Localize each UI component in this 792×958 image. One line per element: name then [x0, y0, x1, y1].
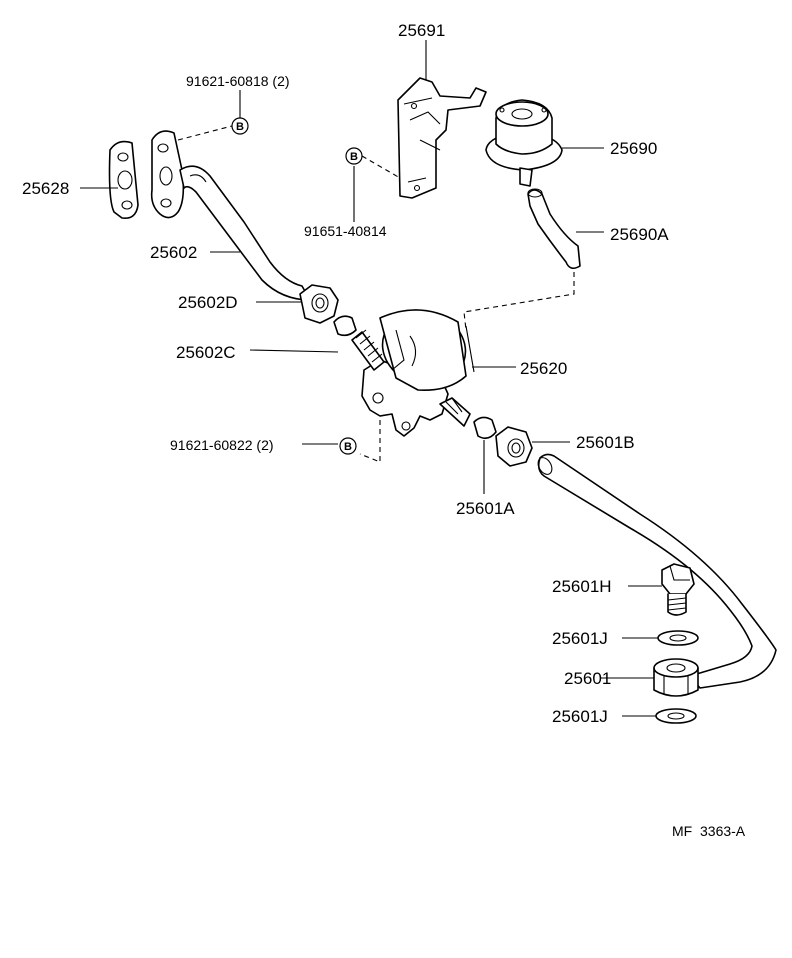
label-25620: 25620 — [520, 359, 567, 378]
ref-marker-letter: B — [236, 121, 244, 133]
ref-marker-3: B — [339, 437, 357, 455]
label-25602C: 25602C — [176, 343, 236, 362]
gasket-25628 — [108, 140, 139, 220]
valve-25620 — [351, 309, 475, 437]
ref-marker-letter: B — [350, 151, 358, 163]
label-25691: 25691 — [398, 21, 445, 40]
nut-25602D — [299, 284, 339, 324]
nut-25601B — [495, 426, 533, 467]
dashed-lines — [177, 125, 575, 463]
ref-marker-1: B — [231, 117, 249, 135]
sleeve-25602C — [333, 315, 357, 337]
ref-marker-letter: B — [344, 441, 352, 453]
label-25602D: 25602D — [178, 293, 238, 312]
pipe-25601 — [537, 453, 777, 689]
label-25601J-bottom: 25601J — [552, 707, 608, 726]
label-25601B: 25601B — [576, 433, 635, 452]
label-25690: 25690 — [610, 139, 657, 158]
diagram-code: MF 3363-A — [672, 823, 746, 839]
label-25601H: 25601H — [552, 577, 612, 596]
label-25601A: 25601A — [456, 499, 515, 518]
label-91651-40814: 91651-40814 — [304, 223, 387, 239]
leader-lines — [80, 40, 662, 717]
label-25690A: 25690A — [610, 225, 669, 244]
valve-25690 — [485, 99, 563, 187]
union-25601 — [653, 658, 699, 697]
bracket-25691 — [397, 77, 487, 199]
label-25601J-top: 25601J — [552, 629, 608, 648]
ref-marker-2: B — [345, 147, 363, 165]
label-25602: 25602 — [150, 243, 197, 262]
label-91621-60818: 91621-60818 (2) — [186, 73, 290, 89]
sleeve-25601A — [473, 416, 497, 440]
washer-25601J-bottom — [655, 708, 697, 724]
label-25628: 25628 — [22, 179, 69, 198]
label-91621-60822: 91621-60822 (2) — [170, 437, 274, 453]
bolt-25601H — [661, 563, 695, 616]
pipe-25602 — [150, 130, 311, 301]
label-25601: 25601 — [564, 669, 611, 688]
hose-25690A — [527, 188, 581, 270]
washer-25601J-top — [657, 630, 699, 646]
